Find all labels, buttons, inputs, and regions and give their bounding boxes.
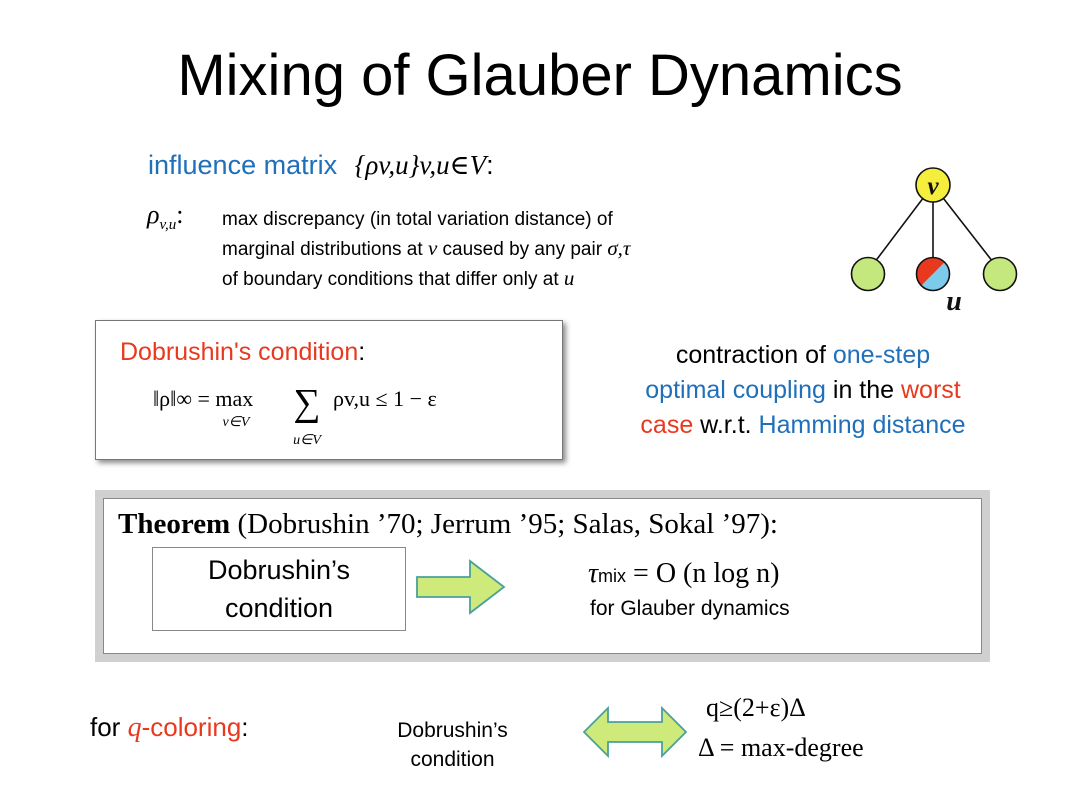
leaf-node-left [850, 256, 886, 292]
svg-text:ρv,u ≤ 1 − ε: ρv,u ≤ 1 − ε [333, 386, 437, 411]
sum-symbol: ∑ [293, 382, 320, 424]
q-coloring-condition: q≥(2+ε)Δ [706, 693, 806, 722]
influence-matrix-label: influence matrix [148, 150, 338, 180]
dobrushin-condition-label: Dobrushin's condition: [120, 338, 366, 366]
contraction-description: contraction of one-step optimal coupling… [640, 341, 966, 439]
max-degree-definition: Δ = max-degree [698, 733, 864, 762]
dobrushin-condition-box [95, 320, 563, 460]
mixing-time-formula: τmix = O (n log n) [588, 558, 780, 589]
edge-right [932, 184, 1001, 272]
theorem-heading: Theorem (Dobrushin ’70; Jerrum ’95; Sala… [118, 508, 778, 541]
rho-def-line3: of boundary conditions that differ only … [222, 266, 575, 290]
equivalence-arrow-icon [582, 705, 688, 759]
node-u-blue-half [921, 262, 950, 291]
slide-title: Mixing of Glauber Dynamics [177, 43, 903, 108]
theorem-references: (Dobrushin ’70; Jerrum ’95; Salas, Sokal… [230, 508, 778, 540]
svg-text:‖ρ‖∞ = max: ‖ρ‖∞ = max [153, 386, 253, 411]
influence-colon: : [486, 150, 494, 180]
node-v [915, 167, 951, 203]
svg-text:v∈V: v∈V [223, 415, 251, 430]
node-u [915, 256, 951, 292]
influence-matrix-math: {ρv,u}v,u∈V [354, 150, 487, 180]
influence-matrix-heading: influence matrix {ρv,u}v,u∈V: [148, 150, 494, 181]
theorem-label: Theorem [118, 508, 231, 540]
for-glauber-dynamics: for Glauber dynamics [590, 597, 790, 620]
q-coloring-dobrushin-condition: Dobrushin’s condition [397, 719, 508, 771]
edge-left [867, 184, 934, 272]
theorem-box [103, 498, 982, 654]
rho-symbol: ρv,u: [147, 200, 184, 234]
node-u-label: u [946, 286, 962, 315]
rho-definition: max discrepancy (in total variation dist… [222, 205, 822, 294]
svg-text:u∈V: u∈V [293, 433, 322, 448]
rho-def-line1: max discrepancy (in total variation dist… [222, 209, 613, 230]
node-u-red-half [916, 257, 945, 286]
node-v-label: v [927, 173, 939, 200]
q-coloring-label: for q-coloring: [90, 712, 249, 743]
theorem-frame [95, 490, 990, 662]
dobrushin-formula: ‖ρ‖∞ = max v∈V ∑ u∈V ρv,u ≤ 1 − ε [153, 382, 437, 448]
implies-arrow-icon [416, 559, 506, 615]
leaf-node-right [982, 256, 1018, 292]
theorem-condition-box: Dobrushin’s condition [152, 547, 406, 631]
rho-def-line2: marginal distributions at v caused by an… [222, 236, 631, 260]
tree-graph: v u [850, 167, 1018, 315]
